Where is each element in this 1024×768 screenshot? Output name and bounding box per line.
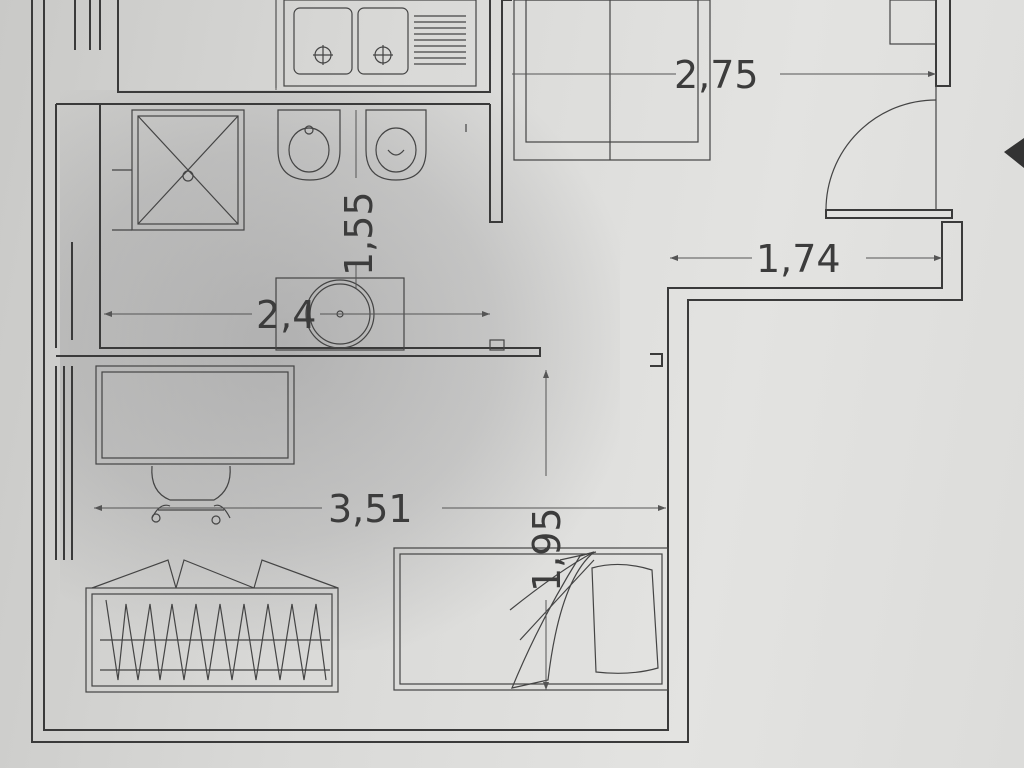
bidet [277, 109, 341, 181]
dimension-room-width: 3,51 [328, 487, 413, 531]
bed [393, 547, 669, 691]
toilet [365, 109, 427, 181]
entrance-door [825, 86, 937, 211]
chair [151, 465, 231, 525]
arrow-marker-icon [1004, 138, 1024, 168]
dimension-kitchen-width: 2,75 [674, 53, 759, 97]
dimension-hall-width: 1,74 [756, 237, 841, 281]
walls [31, 0, 963, 743]
shower-tray [112, 109, 245, 231]
dimension-bath-depth: 1,55 [337, 191, 381, 276]
cabinet [513, 0, 937, 161]
dimension-room-depth: 1,95 [525, 507, 569, 592]
desk [95, 365, 295, 465]
sofa [85, 559, 339, 693]
kitchen-sink [275, 0, 477, 88]
dimension-bath-width: 2,4 [256, 293, 316, 337]
dimension-lines [94, 0, 942, 690]
